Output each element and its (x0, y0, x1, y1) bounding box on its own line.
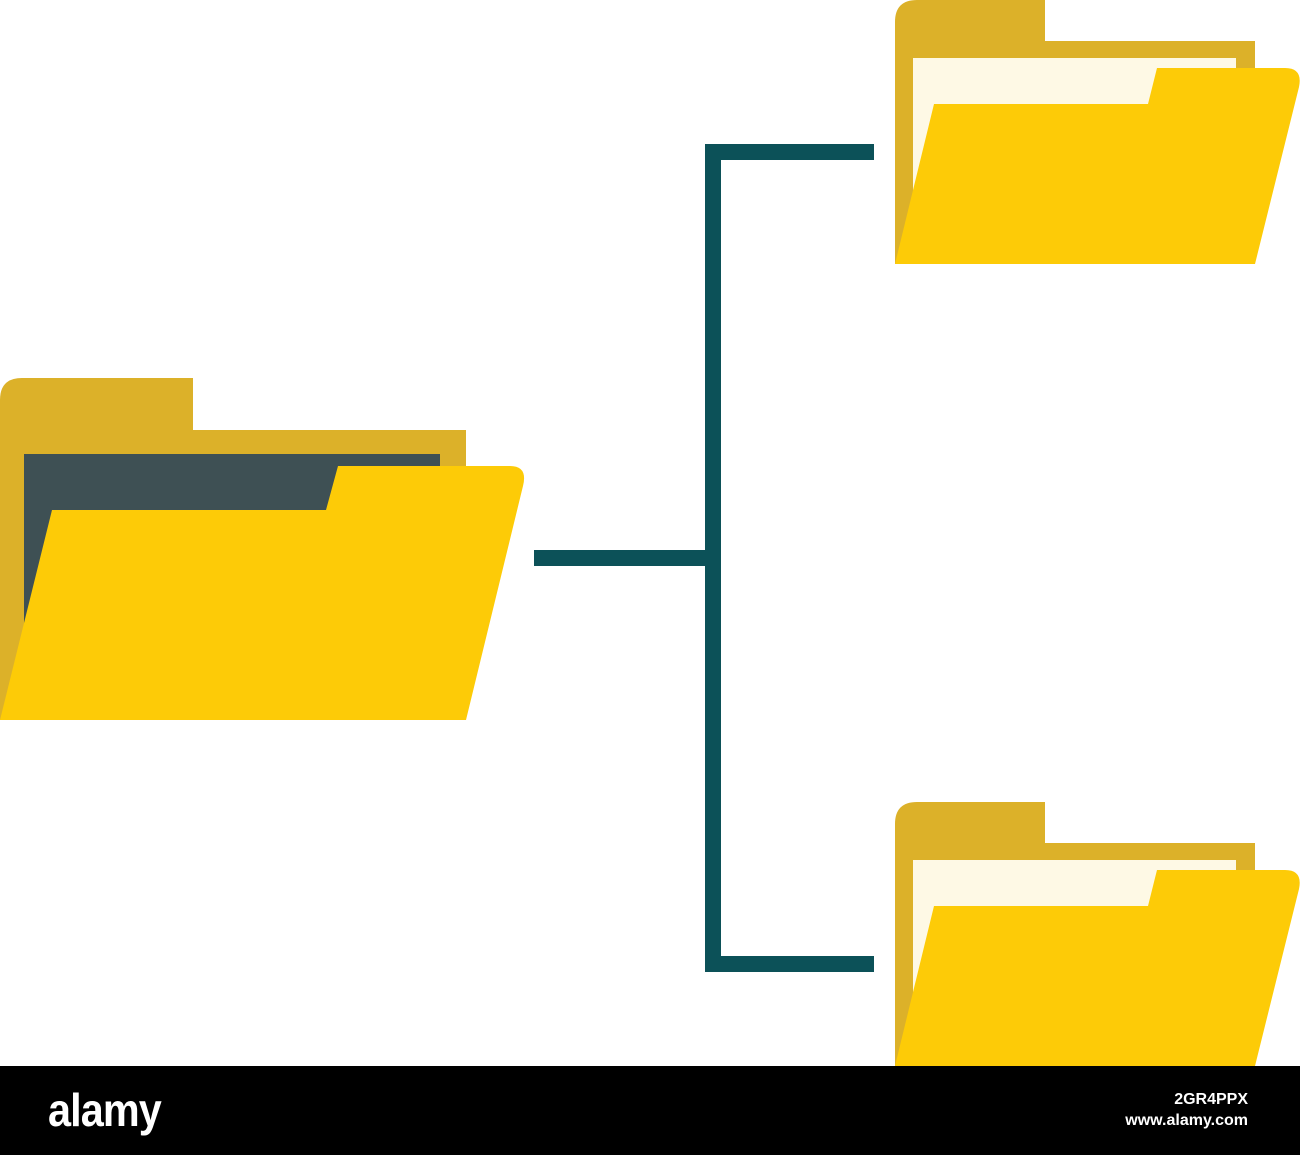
root-folder-front (0, 466, 525, 720)
child-folder-bottom-icon (895, 802, 1300, 1066)
site-url-label: www.alamy.com (1125, 1112, 1248, 1129)
connector-vertical-trunk (705, 144, 721, 972)
root-folder-icon (0, 378, 525, 720)
alamy-logo: alamy (48, 1084, 162, 1136)
image-id-label: 2GR4PPX (1174, 1091, 1248, 1108)
child-folder-top-icon (895, 0, 1300, 264)
folder-hierarchy-diagram (0, 0, 1300, 1066)
child-folder-bottom-front (895, 870, 1300, 1066)
connector-root-branch (534, 550, 716, 566)
child-folder-top-front (895, 68, 1300, 264)
tree-connector (534, 144, 874, 972)
watermark-footer-bar: alamy 2GR4PPX www.alamy.com (0, 1066, 1300, 1155)
connector-top-branch (705, 144, 874, 160)
connector-bottom-branch (705, 956, 874, 972)
